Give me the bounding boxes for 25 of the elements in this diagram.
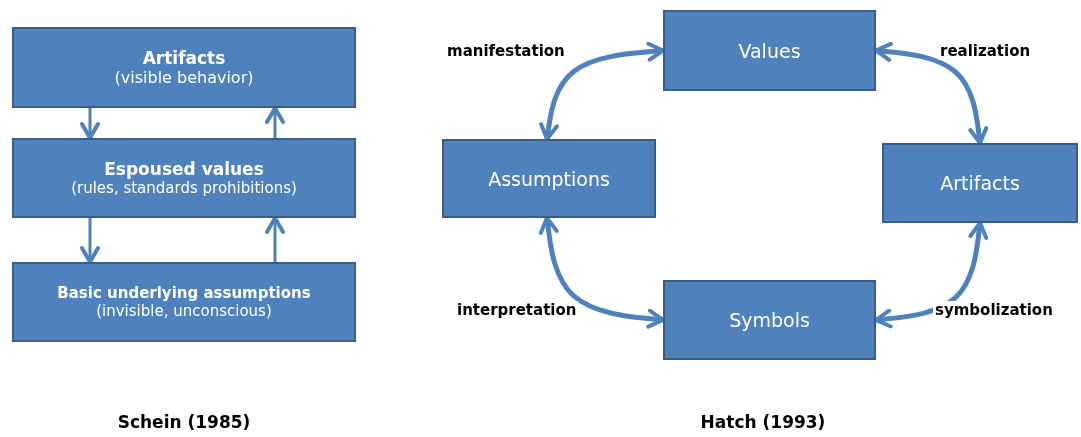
box-title: Assumptions bbox=[488, 167, 610, 190]
process-box bbox=[12, 138, 356, 218]
box-title: Values bbox=[738, 39, 801, 62]
process-box bbox=[663, 10, 876, 91]
box-subtitle: (invisible, unconscious) bbox=[96, 302, 272, 320]
edge-label: symbolization bbox=[933, 301, 1055, 319]
arrow bbox=[80, 108, 100, 140]
arrow bbox=[265, 216, 285, 262]
arrow bbox=[538, 216, 665, 329]
box-subtitle: (visible behavior) bbox=[114, 68, 254, 87]
box-subtitle: (rules, standards prohibitions) bbox=[71, 179, 297, 197]
process-box bbox=[882, 143, 1078, 223]
process-box bbox=[12, 27, 356, 108]
process-box bbox=[442, 139, 656, 218]
box-title: Basic underlying assumptions bbox=[57, 284, 311, 302]
process-box bbox=[12, 262, 356, 342]
box-title: Artifacts bbox=[142, 48, 226, 68]
arrow bbox=[539, 41, 665, 141]
process-box bbox=[663, 280, 876, 360]
box-title: Artifacts bbox=[940, 172, 1020, 194]
box-title: Espoused values bbox=[104, 159, 264, 179]
arrow bbox=[80, 218, 100, 264]
box-title: Symbols bbox=[729, 309, 810, 331]
edge-label: interpretation bbox=[455, 301, 579, 319]
arrow bbox=[265, 106, 285, 138]
